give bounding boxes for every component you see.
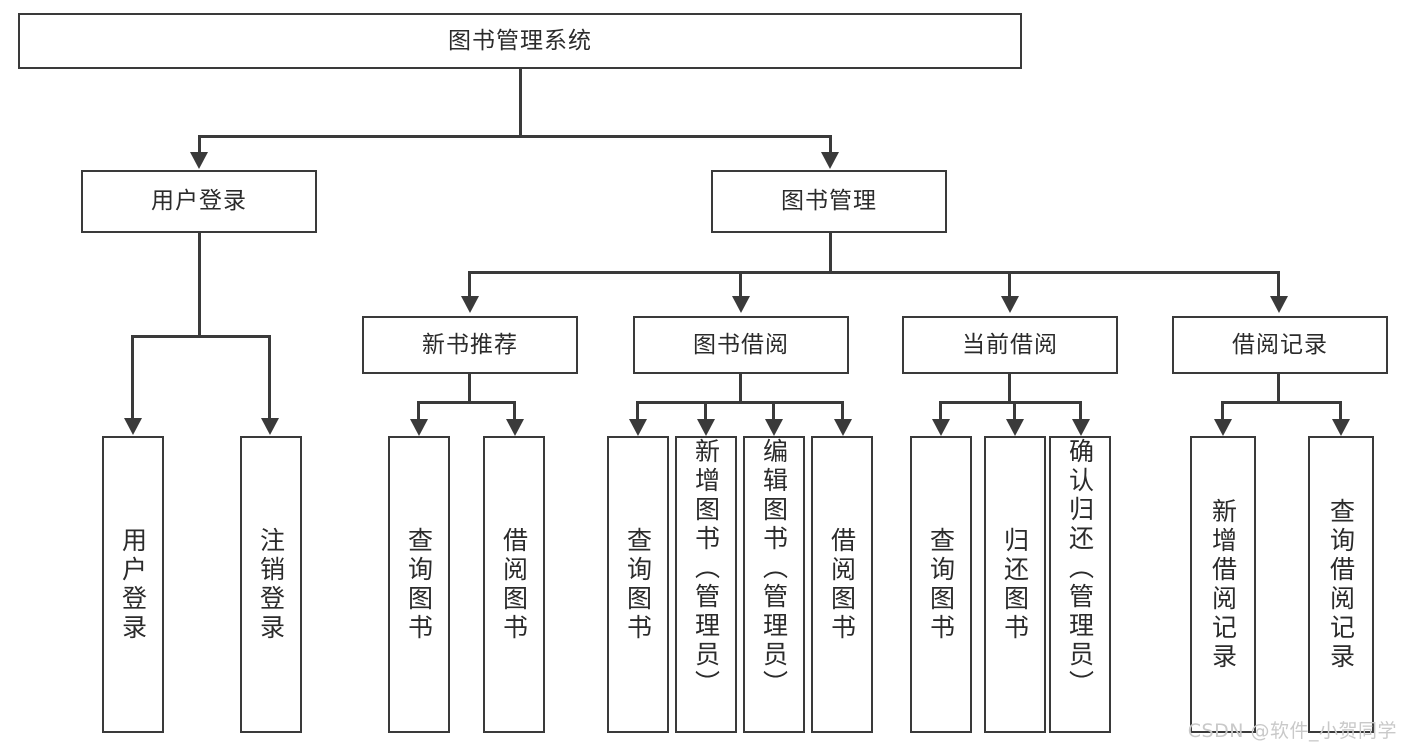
leaf-edit-book-admin[interactable]: 编辑图书（管理员） (743, 436, 805, 733)
node-borrow-records-label: 借阅记录 (1232, 331, 1328, 358)
connector-root-to-user-login (198, 135, 201, 154)
connector-current-c1 (939, 401, 942, 419)
leaf-borrow-books-recommend[interactable]: 借阅图书 (483, 436, 545, 733)
leaf-query-books-borrow-label: 查询图书 (623, 526, 653, 643)
leaf-user-login[interactable]: 用户登录 (102, 436, 164, 733)
connector-current-c3 (1079, 401, 1082, 419)
connector-book-mgmt-to-borrow (739, 271, 742, 296)
node-root[interactable]: 图书管理系统 (18, 13, 1022, 69)
leaf-confirm-return-admin-label: 确认归还（管理员） (1065, 438, 1095, 699)
node-user-login[interactable]: 用户登录 (81, 170, 317, 233)
connector-borrow-c1 (636, 401, 639, 419)
arrowhead-leaf-query-books-1 (410, 419, 428, 436)
leaf-borrow-books-label: 借阅图书 (827, 526, 857, 643)
connector-records-right (1339, 401, 1342, 419)
connector-book-mgmt-trunk (829, 233, 832, 273)
connector-new-books-right (513, 401, 516, 419)
connector-records-trunk (1277, 374, 1280, 403)
connector-book-mgmt-to-current (1008, 271, 1011, 296)
arrowhead-user-login (190, 152, 208, 169)
connector-root-to-book-mgmt (829, 135, 832, 154)
leaf-query-books-recommend[interactable]: 查询图书 (388, 436, 450, 733)
arrowhead-leaf-query-record (1332, 419, 1350, 436)
connector-book-mgmt-to-records (1277, 271, 1280, 296)
connector-new-books-trunk (468, 374, 471, 403)
arrowhead-records (1270, 296, 1288, 313)
connector-current-split-bar (939, 401, 1081, 404)
node-borrow-records[interactable]: 借阅记录 (1172, 316, 1388, 374)
leaf-query-books-current-label: 查询图书 (926, 526, 956, 643)
leaf-return-books[interactable]: 归还图书 (984, 436, 1046, 733)
leaf-query-borrow-record-label: 查询借阅记录 (1326, 497, 1356, 672)
node-book-management-label: 图书管理 (781, 188, 877, 215)
leaf-query-books-current[interactable]: 查询图书 (910, 436, 972, 733)
arrowhead-current (1001, 296, 1019, 313)
connector-user-login-right (268, 335, 271, 418)
connector-borrow-split-bar (636, 401, 844, 404)
connector-borrow-c2 (704, 401, 707, 419)
node-book-management[interactable]: 图书管理 (711, 170, 947, 233)
leaf-add-book-admin-label: 新增图书（管理员） (691, 438, 721, 699)
node-new-book-recommend-label: 新书推荐 (422, 331, 518, 358)
arrowhead-leaf-user-login (124, 418, 142, 435)
leaf-borrow-books-recommend-label: 借阅图书 (499, 526, 529, 643)
connector-user-login-trunk (198, 233, 201, 335)
node-root-label: 图书管理系统 (448, 27, 592, 54)
node-new-book-recommend[interactable]: 新书推荐 (362, 316, 578, 374)
leaf-edit-book-admin-label: 编辑图书（管理员） (759, 438, 789, 699)
node-user-login-label: 用户登录 (151, 188, 247, 215)
leaf-query-books-borrow[interactable]: 查询图书 (607, 436, 669, 733)
node-book-borrow-label: 图书借阅 (693, 331, 789, 358)
arrowhead-borrow (732, 296, 750, 313)
connector-current-c2 (1013, 401, 1016, 419)
arrowhead-leaf-add-record (1214, 419, 1232, 436)
connector-borrow-c4 (841, 401, 844, 419)
leaf-query-borrow-record[interactable]: 查询借阅记录 (1308, 436, 1374, 733)
connector-current-trunk (1008, 374, 1011, 403)
node-current-borrow[interactable]: 当前借阅 (902, 316, 1118, 374)
arrowhead-leaf-edit-book (765, 419, 783, 436)
arrowhead-book-mgmt (821, 152, 839, 169)
node-current-borrow-label: 当前借阅 (962, 331, 1058, 358)
leaf-return-books-label: 归还图书 (1000, 526, 1030, 643)
connector-book-mgmt-split-bar (468, 271, 1280, 274)
leaf-user-login-label: 用户登录 (118, 526, 148, 643)
leaf-query-books-recommend-label: 查询图书 (404, 526, 434, 643)
connector-root-trunk (519, 69, 522, 136)
connector-records-left (1221, 401, 1224, 419)
connector-borrow-c3 (772, 401, 775, 419)
connector-user-login-split-bar (131, 335, 268, 338)
arrowhead-leaf-logout-login (261, 418, 279, 435)
connector-borrow-trunk (739, 374, 742, 403)
leaf-borrow-books[interactable]: 借阅图书 (811, 436, 873, 733)
connector-book-mgmt-to-new-books (468, 271, 471, 296)
leaf-confirm-return-admin[interactable]: 确认归还（管理员） (1049, 436, 1111, 733)
connector-records-split-bar (1221, 401, 1341, 404)
connector-root-split-bar (198, 135, 831, 138)
connector-user-login-left (131, 335, 134, 418)
arrowhead-new-books (461, 296, 479, 313)
leaf-add-borrow-record-label: 新增借阅记录 (1208, 497, 1238, 672)
leaf-add-book-admin[interactable]: 新增图书（管理员） (675, 436, 737, 733)
arrowhead-leaf-return-book (1006, 419, 1024, 436)
arrowhead-leaf-confirm-return (1072, 419, 1090, 436)
arrowhead-leaf-query-books-2 (629, 419, 647, 436)
connector-new-books-split-bar (417, 401, 516, 404)
connector-new-books-left (417, 401, 420, 419)
node-book-borrow[interactable]: 图书借阅 (633, 316, 849, 374)
arrowhead-leaf-borrow-books-1 (506, 419, 524, 436)
arrowhead-leaf-add-book (697, 419, 715, 436)
leaf-add-borrow-record[interactable]: 新增借阅记录 (1190, 436, 1256, 733)
leaf-logout-login[interactable]: 注销登录 (240, 436, 302, 733)
arrowhead-leaf-query-books-3 (932, 419, 950, 436)
csdn-watermark: CSDN @软件_小贺同学 (1187, 720, 1397, 742)
leaf-logout-login-label: 注销登录 (256, 526, 286, 643)
arrowhead-leaf-borrow-books-2 (834, 419, 852, 436)
